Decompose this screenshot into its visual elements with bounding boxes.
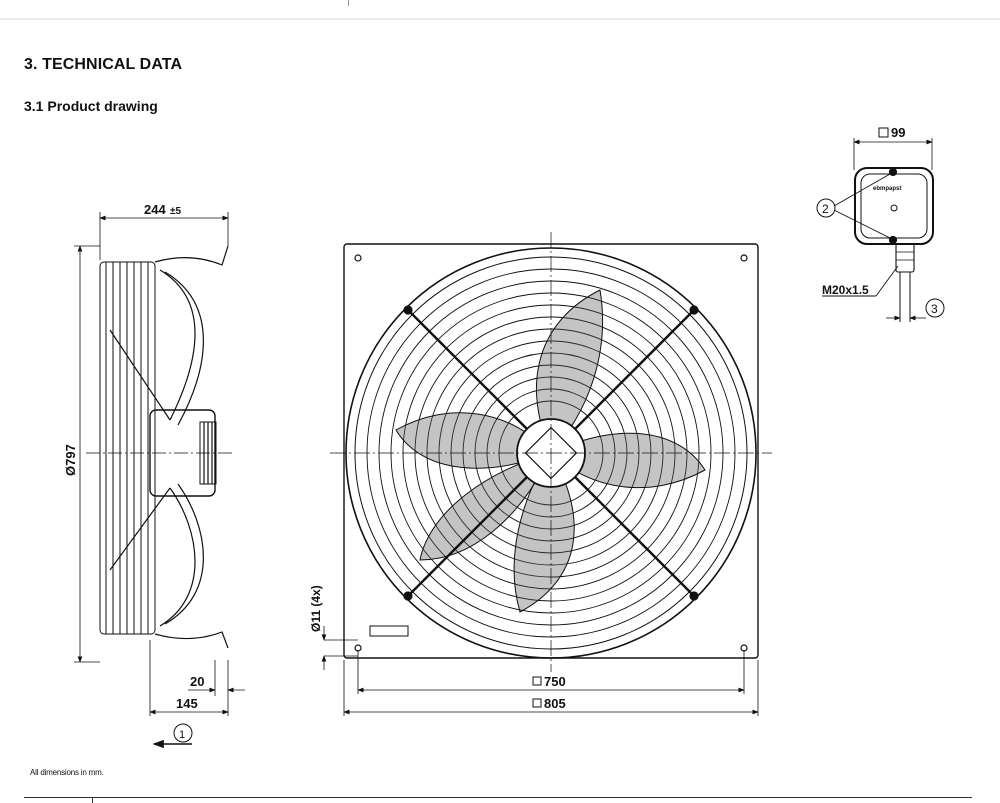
dim-20: 20 — [190, 674, 204, 689]
callout-2: 2 — [822, 202, 829, 216]
callout-1: 1 — [179, 729, 185, 741]
dim-805: 805 — [544, 696, 566, 711]
top-toolbar-strip — [0, 0, 1000, 20]
dim-diameter: Ø797 — [63, 444, 78, 476]
dim-box-99: 99 — [891, 125, 905, 140]
side-view — [74, 212, 245, 749]
table-cell-divider — [92, 798, 93, 803]
dimensions-note: All dimensions in mm. — [30, 768, 104, 777]
guard-side — [99, 261, 156, 635]
dim-750: 750 — [544, 674, 566, 689]
terminal-box — [816, 127, 945, 322]
callout-3: 3 — [931, 302, 938, 316]
toolbar-divider — [348, 0, 349, 6]
dim-depth: 244 — [144, 202, 166, 217]
impeller-blades — [395, 289, 706, 613]
dim-145: 145 — [176, 696, 198, 711]
dim-thread: M20x1.5 — [822, 283, 869, 297]
dim-hole: Ø11 (4x) — [309, 585, 323, 632]
dim-depth-tolerance: ±5 — [170, 206, 181, 217]
table-top-border — [24, 797, 972, 803]
brand-logo-text: ebmpapst — [873, 186, 901, 192]
front-view — [321, 232, 772, 716]
subsection-title: 3.1 Product drawing — [24, 98, 158, 114]
section-title: 3. TECHNICAL DATA — [24, 56, 183, 73]
